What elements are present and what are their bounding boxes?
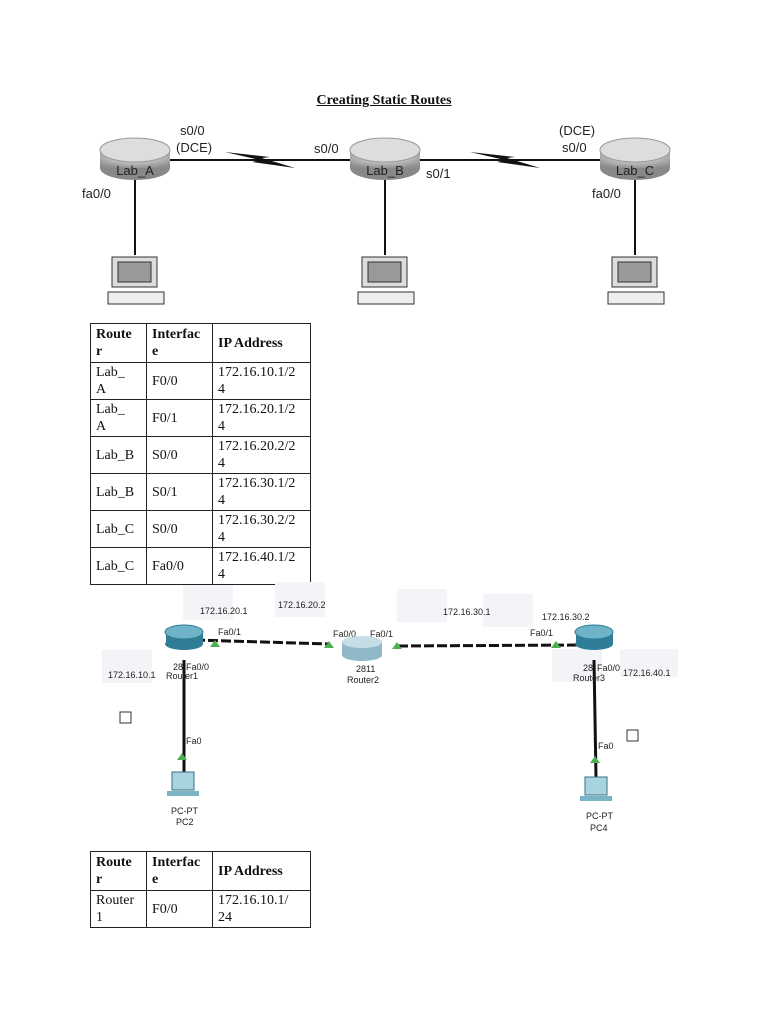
serial-link-icon: [470, 152, 540, 168]
link-up-icon: [324, 641, 334, 648]
router-icon: [99, 137, 171, 180]
link-up-icon: [177, 753, 187, 760]
router-icon: [574, 624, 614, 650]
port-label: s0/1: [426, 166, 451, 181]
pc-icon: [357, 256, 415, 305]
router-icon: [164, 624, 204, 650]
table-header-row: Route r Interfac e IP Address: [90, 323, 311, 363]
router-label: Lab_B: [366, 163, 404, 178]
port-label: s0/0: [562, 140, 587, 155]
header-interface: Interfac e: [146, 323, 213, 363]
port-label: Fa0/1: [218, 627, 241, 637]
header-ip: IP Address: [212, 851, 311, 891]
cell-interface: S0/0: [146, 436, 213, 474]
pc-icon: [107, 256, 165, 305]
cell-ip: 172.16.30.1/2 4: [212, 473, 311, 511]
router-icon: [349, 137, 421, 180]
cell-interface: S0/0: [146, 510, 213, 548]
header-ip: IP Address: [212, 323, 311, 363]
cell-ip: 172.16.20.2/2 4: [212, 436, 311, 474]
header-router: Route r: [90, 851, 147, 891]
port-label: Fa0/1: [530, 628, 553, 638]
page-title: Creating Static Routes: [316, 93, 452, 108]
cell-interface: S0/1: [146, 473, 213, 511]
checkbox-icon: [626, 729, 639, 742]
router-model: 28: [583, 663, 593, 673]
port-label: fa0/0: [592, 186, 621, 201]
pc-icon: [167, 771, 199, 796]
pc-icon: [607, 256, 665, 305]
table-header-row: Route r Interfac e IP Address: [90, 851, 311, 891]
cell-interface: F0/0: [146, 890, 213, 928]
cell-interface: F0/1: [146, 399, 213, 437]
link-up-icon: [392, 642, 402, 649]
router-name: Router2: [347, 675, 379, 685]
cell-ip: 172.16.10.1/ 24: [212, 890, 311, 928]
cell-router: Lab_B: [90, 473, 147, 511]
topology-diagram-lab: Lab_A Lab_B Lab_C s0/0 (DCE) fa0/0 s0/0 …: [82, 123, 671, 305]
ip-label: 172.16.30.2: [542, 612, 590, 622]
port-label: s0/0: [180, 123, 205, 138]
cell-ip: 172.16.10.1/2 4: [212, 362, 311, 400]
router-label: Lab_C: [616, 163, 654, 178]
ip-label: 172.16.20.1: [200, 606, 248, 616]
cell-interface: F0/0: [146, 362, 213, 400]
cell-ip: 172.16.30.2/2 4: [212, 510, 311, 548]
ip-label: 172.16.10.1: [108, 670, 156, 680]
port-label: Fa0/0: [597, 663, 620, 673]
router-model: 2811: [356, 664, 375, 674]
router-name: Router3: [573, 673, 605, 683]
port-label: Fa0/0: [333, 629, 356, 639]
topology-diagram-packet-tracer: 172.16.20.1 172.16.20.2 172.16.30.1 172.…: [102, 582, 678, 833]
cell-router: Lab_ A: [90, 399, 147, 437]
cell-router: Lab_C: [90, 547, 147, 585]
router-model: 28: [173, 662, 183, 672]
link-up-icon: [590, 756, 600, 763]
cell-router: Lab_B: [90, 436, 147, 474]
cell-ip: 172.16.20.1/2 4: [212, 399, 311, 437]
header-interface: Interfac e: [146, 851, 213, 891]
pc-name: PC2: [176, 817, 194, 827]
link-up-icon: [551, 641, 561, 648]
router-name: Router1: [166, 671, 198, 681]
pc-type: PC-PT: [171, 806, 199, 816]
port-label: Fa0/0: [186, 662, 209, 672]
port-label: (DCE): [559, 123, 595, 138]
ip-label: 172.16.20.2: [278, 600, 326, 610]
pc-type: PC-PT: [586, 811, 614, 821]
port-label: Fa0/1: [370, 629, 393, 639]
router-icon: [599, 137, 671, 180]
cell-router: Lab_ A: [90, 362, 147, 400]
router-icon: [342, 636, 382, 661]
checkbox-icon: [119, 711, 132, 724]
cell-interface: Fa0/0: [146, 547, 213, 585]
ip-label: 172.16.30.1: [443, 607, 491, 617]
port-label: Fa0: [186, 736, 202, 746]
cell-router: Lab_C: [90, 510, 147, 548]
serial-link-icon: [225, 152, 295, 168]
pc-icon: [580, 776, 612, 801]
ip-label: 172.16.40.1: [623, 668, 671, 678]
port-label: (DCE): [176, 140, 212, 155]
cell-ip: 172.16.40.1/2 4: [212, 547, 311, 585]
link-up-icon: [210, 640, 220, 647]
port-label: Fa0: [598, 741, 614, 751]
port-label: s0/0: [314, 141, 339, 156]
pc-name: PC4: [590, 823, 608, 833]
cell-router: Router 1: [90, 890, 147, 928]
router-label: Lab_A: [116, 163, 154, 178]
header-router: Route r: [90, 323, 147, 363]
port-label: fa0/0: [82, 186, 111, 201]
